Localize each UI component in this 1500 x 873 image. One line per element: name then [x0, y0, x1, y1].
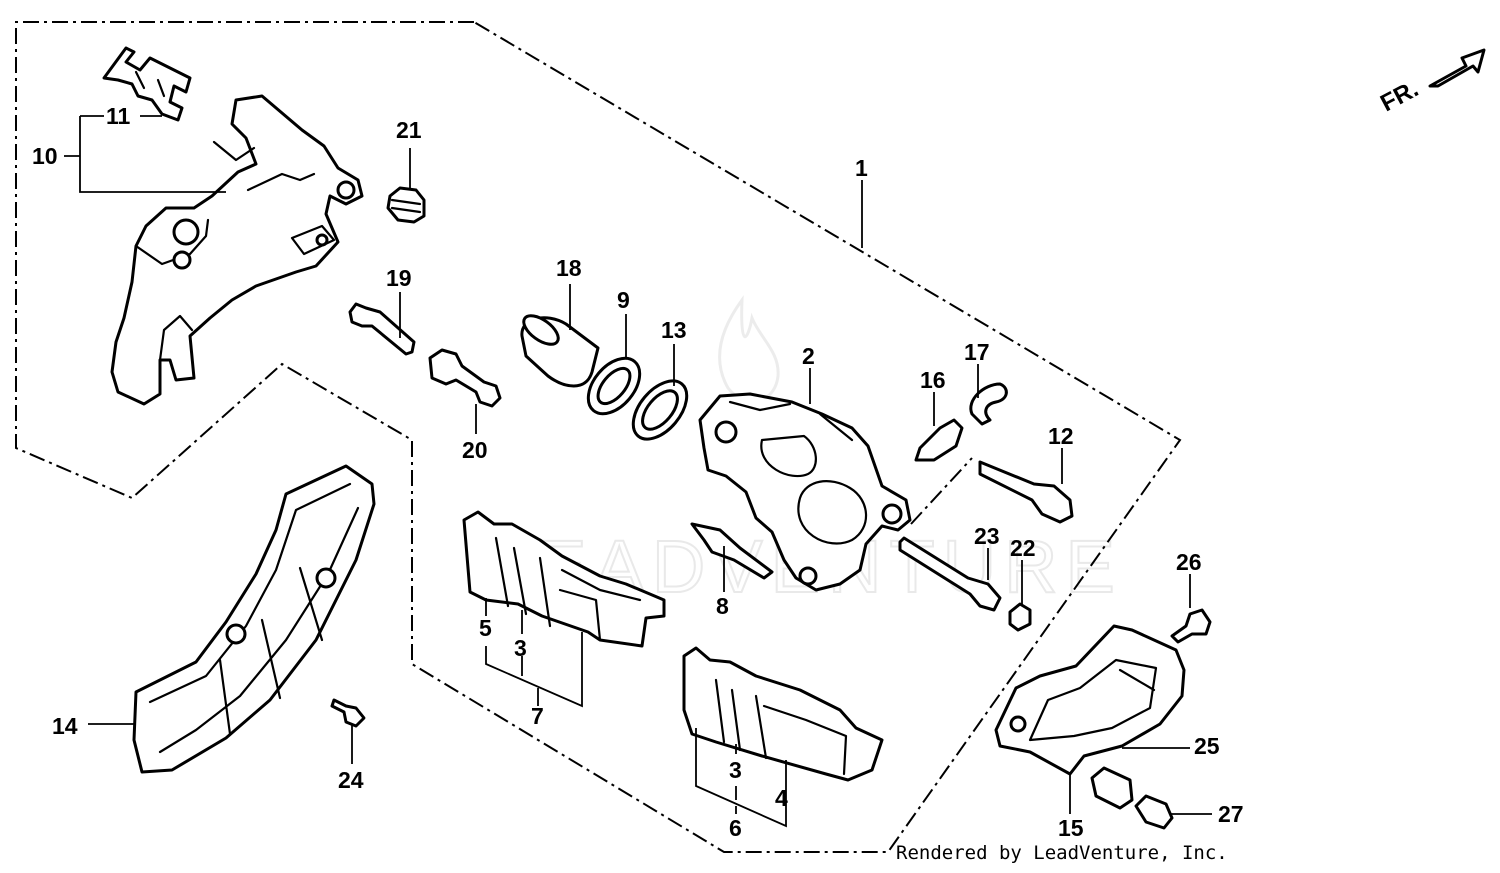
caliper-body [698, 392, 912, 592]
callout-11: 11 [106, 103, 131, 129]
pin-plug [1008, 602, 1032, 632]
callout-6: 6 [729, 815, 742, 841]
leader-lines [64, 115, 1212, 828]
callout-5: 5 [479, 615, 492, 641]
callout-9: 9 [617, 287, 630, 313]
callout-2: 2 [802, 343, 815, 369]
pad-retainer [690, 522, 774, 580]
callout-23: 23 [974, 523, 1000, 549]
dust-seal [631, 379, 689, 441]
callout-21: 21 [396, 117, 422, 143]
front-arrow-icon [1428, 48, 1486, 88]
callout-26: 26 [1176, 549, 1202, 575]
callout-7: 7 [531, 703, 544, 729]
guard-screw [330, 698, 366, 728]
brake-pad-set-upper [462, 510, 666, 648]
stopper-bolt-upper [1170, 608, 1212, 644]
callout-3-upper: 3 [514, 635, 527, 661]
brake-pad-set-lower [682, 646, 884, 782]
stopper-bolt-lower [1134, 794, 1174, 830]
pin-bolt-long [428, 348, 502, 408]
callout-12: 12 [1048, 423, 1074, 449]
assembly-outlines [15, 21, 1182, 853]
front-label: FR. [1376, 75, 1423, 117]
callout-20: 20 [462, 437, 488, 463]
callout-1: 1 [855, 155, 868, 181]
caliper-bracket [110, 94, 364, 406]
callout-labels: 1 2 3 3 4 5 6 7 8 9 10 11 12 13 14 15 16… [32, 103, 1244, 841]
disc-guard [132, 464, 376, 774]
caliper-stopper [994, 624, 1186, 776]
callout-27: 27 [1218, 801, 1244, 827]
callout-14: 14 [52, 713, 78, 739]
pin-bolt [348, 302, 416, 356]
callout-13: 13 [661, 317, 687, 343]
bleeder-valve [914, 418, 964, 462]
callout-24: 24 [338, 767, 364, 793]
render-credit: Rendered by LeadVenture, Inc. [896, 842, 1228, 864]
stopper-collar [1090, 766, 1134, 810]
bolt-cap [386, 186, 426, 224]
callout-15: 15 [1058, 815, 1084, 841]
pad-spring-clip [102, 46, 192, 122]
callout-25: 25 [1194, 733, 1220, 759]
callout-10: 10 [32, 143, 58, 169]
callout-17: 17 [964, 339, 990, 365]
callout-3-lower: 3 [729, 757, 742, 783]
caliper-piston [520, 314, 600, 388]
callout-18: 18 [556, 255, 582, 281]
pad-pin [898, 536, 1002, 612]
callout-22: 22 [1010, 535, 1036, 561]
callout-19: 19 [386, 265, 412, 291]
callout-16: 16 [920, 367, 946, 393]
front-direction-indicator: FR. [1376, 48, 1486, 117]
callout-8: 8 [716, 593, 729, 619]
piston-seal [586, 356, 642, 416]
bleeder-cap [969, 382, 1008, 426]
callout-4: 4 [775, 785, 788, 811]
caliper-pin-bolt [978, 460, 1074, 524]
